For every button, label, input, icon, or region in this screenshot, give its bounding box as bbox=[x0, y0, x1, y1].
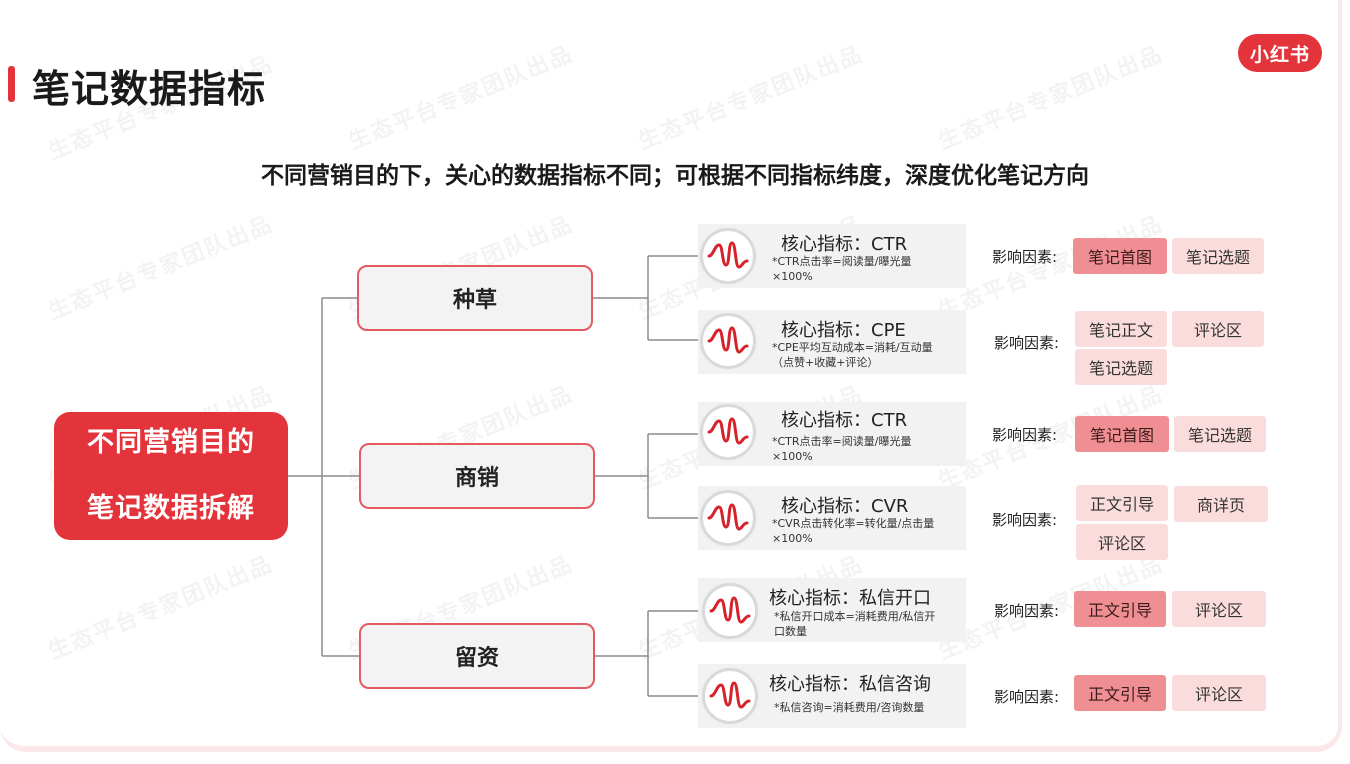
pulse-icon bbox=[700, 404, 756, 460]
factor-chip: 笔记选题 bbox=[1174, 416, 1266, 452]
metric-title: 核心指标：私信咨询 bbox=[769, 674, 931, 695]
factor-chip: 正文引导 bbox=[1076, 485, 1168, 521]
pulse-icon bbox=[700, 313, 756, 369]
factor-label: 影响因素: bbox=[992, 511, 1058, 529]
factor-chip: 评论区 bbox=[1172, 311, 1264, 347]
metric-desc: *私信开口成本=消耗费用/私信开口数量 bbox=[774, 610, 936, 638]
metric-title: 核心指标：CVR bbox=[781, 496, 909, 517]
factor-label: 影响因素: bbox=[992, 426, 1058, 444]
factor-label: 影响因素: bbox=[994, 602, 1060, 620]
factor-chip: 评论区 bbox=[1172, 675, 1266, 711]
metric-desc: *私信咨询=消耗费用/咨询数量 bbox=[774, 701, 925, 714]
category-shangxiao: 商销 bbox=[359, 443, 595, 509]
category-zhongcao: 种草 bbox=[357, 265, 593, 331]
factor-label: 影响因素: bbox=[992, 248, 1058, 266]
pulse-icon bbox=[700, 490, 756, 546]
metric-title: 核心指标：CTR bbox=[781, 410, 908, 431]
factor-label: 影响因素: bbox=[994, 688, 1060, 706]
metric-desc: *CTR点击率=阅读量/曝光量×100% bbox=[772, 255, 912, 283]
metric-desc: *CTR点击率=阅读量/曝光量×100% bbox=[772, 435, 912, 463]
title-accent-bar bbox=[8, 66, 15, 102]
factor-chip: 正文引导 bbox=[1074, 591, 1166, 627]
metric-title: 核心指标：私信开口 bbox=[769, 588, 931, 609]
xiaohongshu-logo: 小红书 bbox=[1238, 34, 1322, 72]
root-line-1: 不同营销目的 bbox=[87, 427, 255, 458]
category-liuzi: 留资 bbox=[359, 623, 595, 689]
page-title: 笔记数据指标 bbox=[32, 67, 267, 111]
root-line-2: 笔记数据拆解 bbox=[87, 493, 255, 524]
factor-chip: 笔记首图 bbox=[1075, 416, 1169, 452]
factor-chip: 评论区 bbox=[1076, 524, 1168, 560]
slide-frame bbox=[0, 0, 1342, 752]
pulse-icon bbox=[702, 668, 758, 724]
factor-chip: 笔记正文 bbox=[1075, 311, 1167, 347]
factor-label: 影响因素: bbox=[994, 334, 1060, 352]
metric-title: 核心指标：CPE bbox=[781, 320, 906, 341]
metric-title: 核心指标：CTR bbox=[781, 234, 908, 255]
factor-chip: 笔记首图 bbox=[1073, 238, 1167, 274]
pulse-icon bbox=[702, 583, 758, 639]
subtitle: 不同营销目的下，关心的数据指标不同；可根据不同指标纬度，深度优化笔记方向 bbox=[261, 163, 1089, 189]
metric-desc: *CVR点击转化率=转化量/点击量×100% bbox=[772, 517, 935, 545]
root-node: 不同营销目的 笔记数据拆解 bbox=[54, 412, 288, 540]
factor-chip: 正文引导 bbox=[1074, 675, 1166, 711]
pulse-icon bbox=[700, 228, 756, 284]
metric-desc: *CPE平均互动成本=消耗/互动量（点赞+收藏+评论） bbox=[772, 341, 933, 369]
factor-chip: 笔记选题 bbox=[1172, 238, 1264, 274]
factor-chip: 商详页 bbox=[1174, 486, 1268, 522]
factor-chip: 评论区 bbox=[1172, 591, 1266, 627]
factor-chip: 笔记选题 bbox=[1075, 349, 1167, 385]
